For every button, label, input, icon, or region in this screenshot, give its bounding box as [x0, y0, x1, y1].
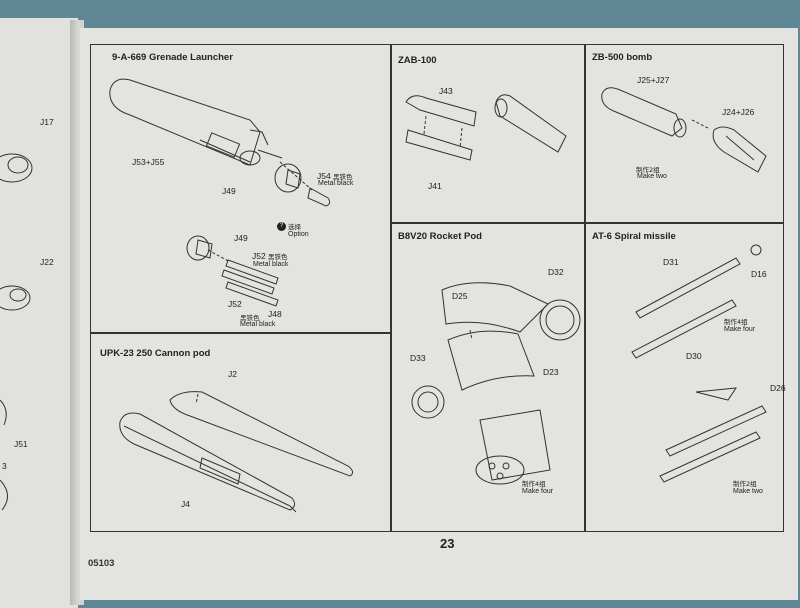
upk-23-title: UPK-23 250 Cannon pod	[100, 348, 211, 359]
label-j52-a-color: Metal black	[253, 261, 289, 268]
b8v20-title: B8V20 Rocket Pod	[398, 231, 482, 242]
label-at6-make-two: Make two	[733, 488, 763, 495]
instruction-page	[80, 28, 798, 600]
label-j52-a-cn: 黑铁色	[268, 253, 288, 261]
left-page-drawings	[0, 153, 33, 511]
left-page	[0, 18, 78, 608]
zab-100-title: ZAB-100	[398, 55, 437, 66]
label-j49-a: J49	[222, 186, 236, 196]
label-at6-make-four: Make four	[724, 326, 756, 333]
label-option: Option	[288, 231, 309, 238]
label-d31: D31	[663, 257, 679, 267]
at-6-drawing	[631, 244, 767, 483]
at-6-title: AT-6 Spiral missile	[592, 231, 676, 242]
panel-zb-500	[584, 44, 784, 224]
grenade-launcher-title: 9-A-669 Grenade Launcher	[112, 52, 233, 63]
label-d23: D23	[543, 367, 559, 377]
label-b8-make-four-cn: 制作4组	[522, 480, 546, 488]
panel-upk-23	[90, 332, 392, 532]
grenade-launcher-drawing	[109, 78, 331, 307]
label-j48: J48	[268, 309, 282, 319]
label-j52-b: J52	[228, 299, 242, 309]
label-d25: D25	[452, 291, 468, 301]
label-j49-b: J49	[234, 233, 248, 243]
zb-500-drawing	[601, 87, 767, 173]
label-j52-a: J52	[252, 251, 266, 261]
label-j4: J4	[181, 499, 190, 509]
label-j25-j27: J25+J27	[637, 75, 670, 85]
label-j54-color: Metal black	[318, 180, 354, 187]
label-d30: D30	[686, 351, 702, 361]
panel-grenade-launcher	[90, 44, 392, 334]
label-d33: D33	[410, 353, 426, 363]
panel-b8v20	[390, 222, 586, 532]
panel-at-6	[584, 222, 784, 532]
option-marker: ?	[277, 222, 286, 231]
left-label-j51: J51	[14, 439, 28, 449]
label-j54-cn: 黑铁色	[333, 173, 353, 181]
page-number: 23	[440, 536, 455, 551]
label-option-cn: 选择	[288, 223, 301, 231]
label-zb-make-two-cn: 制作2组	[636, 166, 660, 174]
label-j43: J43	[439, 86, 453, 96]
label-j52-b-color: Metal black	[240, 321, 276, 328]
product-code: 05103	[88, 558, 115, 569]
left-label-3: 3	[2, 461, 7, 471]
label-d32: D32	[548, 267, 564, 277]
label-j52-b-cn: 黑铁色	[240, 314, 260, 322]
left-label-j22: J22	[40, 257, 54, 267]
label-d16: D16	[751, 269, 767, 279]
b8v20-drawing	[411, 282, 581, 485]
panel-zab-100	[390, 44, 586, 224]
label-j24-j26: J24+J26	[722, 107, 755, 117]
label-j54: J54	[317, 171, 331, 181]
upk-23-drawing	[119, 391, 354, 513]
label-j41: J41	[428, 181, 442, 191]
label-at6-make-four-cn: 制作4组	[724, 318, 748, 326]
label-b8-make-four: Make four	[522, 488, 554, 495]
zab-100-drawing	[405, 94, 567, 161]
label-at6-make-two-cn: 制作2组	[733, 480, 757, 488]
left-label-j17: J17	[40, 117, 54, 127]
label-j53-j55: J53+J55	[132, 157, 165, 167]
zb-500-title: ZB-500 bomb	[592, 52, 653, 63]
label-zb-make-two: Make two	[637, 173, 667, 180]
label-j2: J2	[228, 369, 237, 379]
label-d26: D26	[770, 383, 786, 393]
